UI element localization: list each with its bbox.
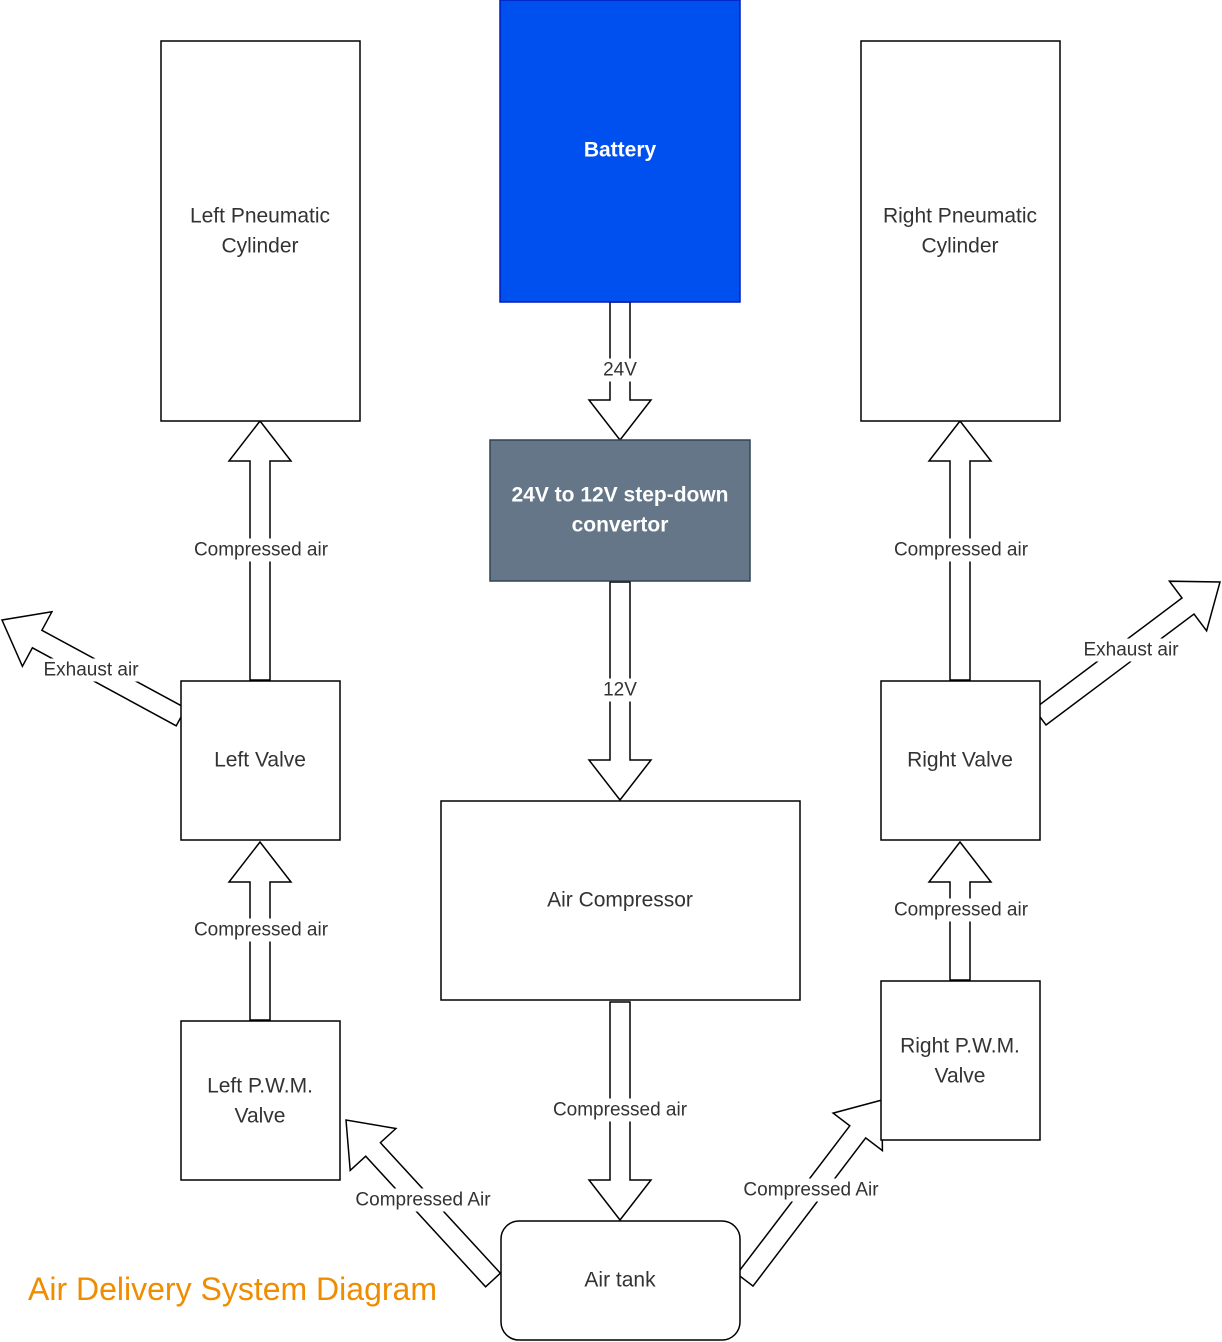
edge-label-tank-to-left-pwm: Compressed Air: [355, 1190, 491, 1211]
battery-box: [499, 0, 741, 303]
node-label-line: 24V to 12V step-down: [511, 484, 728, 507]
edge-label-right-exhaust: Exhaust air: [1083, 640, 1179, 661]
battery-label: Battery: [584, 139, 657, 162]
convertor-label: 24V to 12V step-down convertor: [511, 484, 728, 537]
node-labels: Battery 24V to 12V step-down convertor Le…: [190, 139, 1037, 1292]
right-valve-label: Right Valve: [907, 749, 1013, 772]
edge-label-24v: 24V: [603, 360, 637, 381]
right-cylinder-box: [860, 40, 1061, 422]
tank-label: Air tank: [584, 1269, 656, 1292]
edge-label-left-pwm-to-left-valve: Compressed air: [194, 920, 329, 941]
right-pwm-label: Right P.W.M. Valve: [900, 1035, 1020, 1088]
edge-labels: 24V 12V Compressed air Compressed Air Co…: [41, 358, 1182, 1212]
tank-box: [500, 1220, 741, 1341]
node-label-line: Right Valve: [907, 749, 1013, 772]
left-valve-label: Left Valve: [214, 749, 306, 772]
left-pwm-label: Left P.W.M. Valve: [207, 1075, 313, 1128]
node-label-line: Right P.W.M.: [900, 1035, 1020, 1058]
node-label-line: Cylinder: [921, 235, 998, 258]
edge-label-left-exhaust: Exhaust air: [43, 660, 139, 681]
node-label-line: Left Pneumatic: [190, 205, 330, 228]
right-pwm-box: [880, 980, 1041, 1141]
node-label-line: Air Compressor: [547, 889, 693, 912]
node-label-line: Left P.W.M.: [207, 1075, 313, 1098]
edge-label-12v: 12V: [603, 680, 637, 701]
node-label-line: Valve: [235, 1105, 286, 1128]
node-label-line: Left Valve: [214, 749, 306, 772]
right-valve-box: [880, 680, 1041, 841]
edge-label-right-valve-to-right-cylinder: Compressed air: [894, 540, 1029, 561]
compressor-box: [440, 800, 801, 1001]
edge-label-compressor-to-tank: Compressed air: [553, 1100, 688, 1121]
node-label-line: Air tank: [584, 1269, 656, 1292]
node-label-line: Cylinder: [221, 235, 298, 258]
diagram-nodes: [160, 0, 1061, 1341]
left-valve-box: [180, 680, 341, 841]
node-label-line: Valve: [935, 1065, 986, 1088]
compressor-label: Air Compressor: [547, 889, 693, 912]
left-cylinder-box: [160, 40, 361, 422]
left-pwm-box: [180, 1020, 341, 1181]
edge-label-tank-to-right-pwm: Compressed Air: [743, 1180, 879, 1201]
edge-label-right-pwm-to-right-valve: Compressed air: [894, 900, 1029, 921]
node-label-line: Right Pneumatic: [883, 205, 1037, 228]
edge-label-left-valve-to-left-cylinder: Compressed air: [194, 540, 329, 561]
node-label-line: convertor: [572, 514, 669, 537]
diagram-title: Air Delivery System Diagram: [28, 1271, 437, 1307]
node-label-line: Battery: [584, 139, 657, 162]
convertor-box: [489, 439, 751, 582]
